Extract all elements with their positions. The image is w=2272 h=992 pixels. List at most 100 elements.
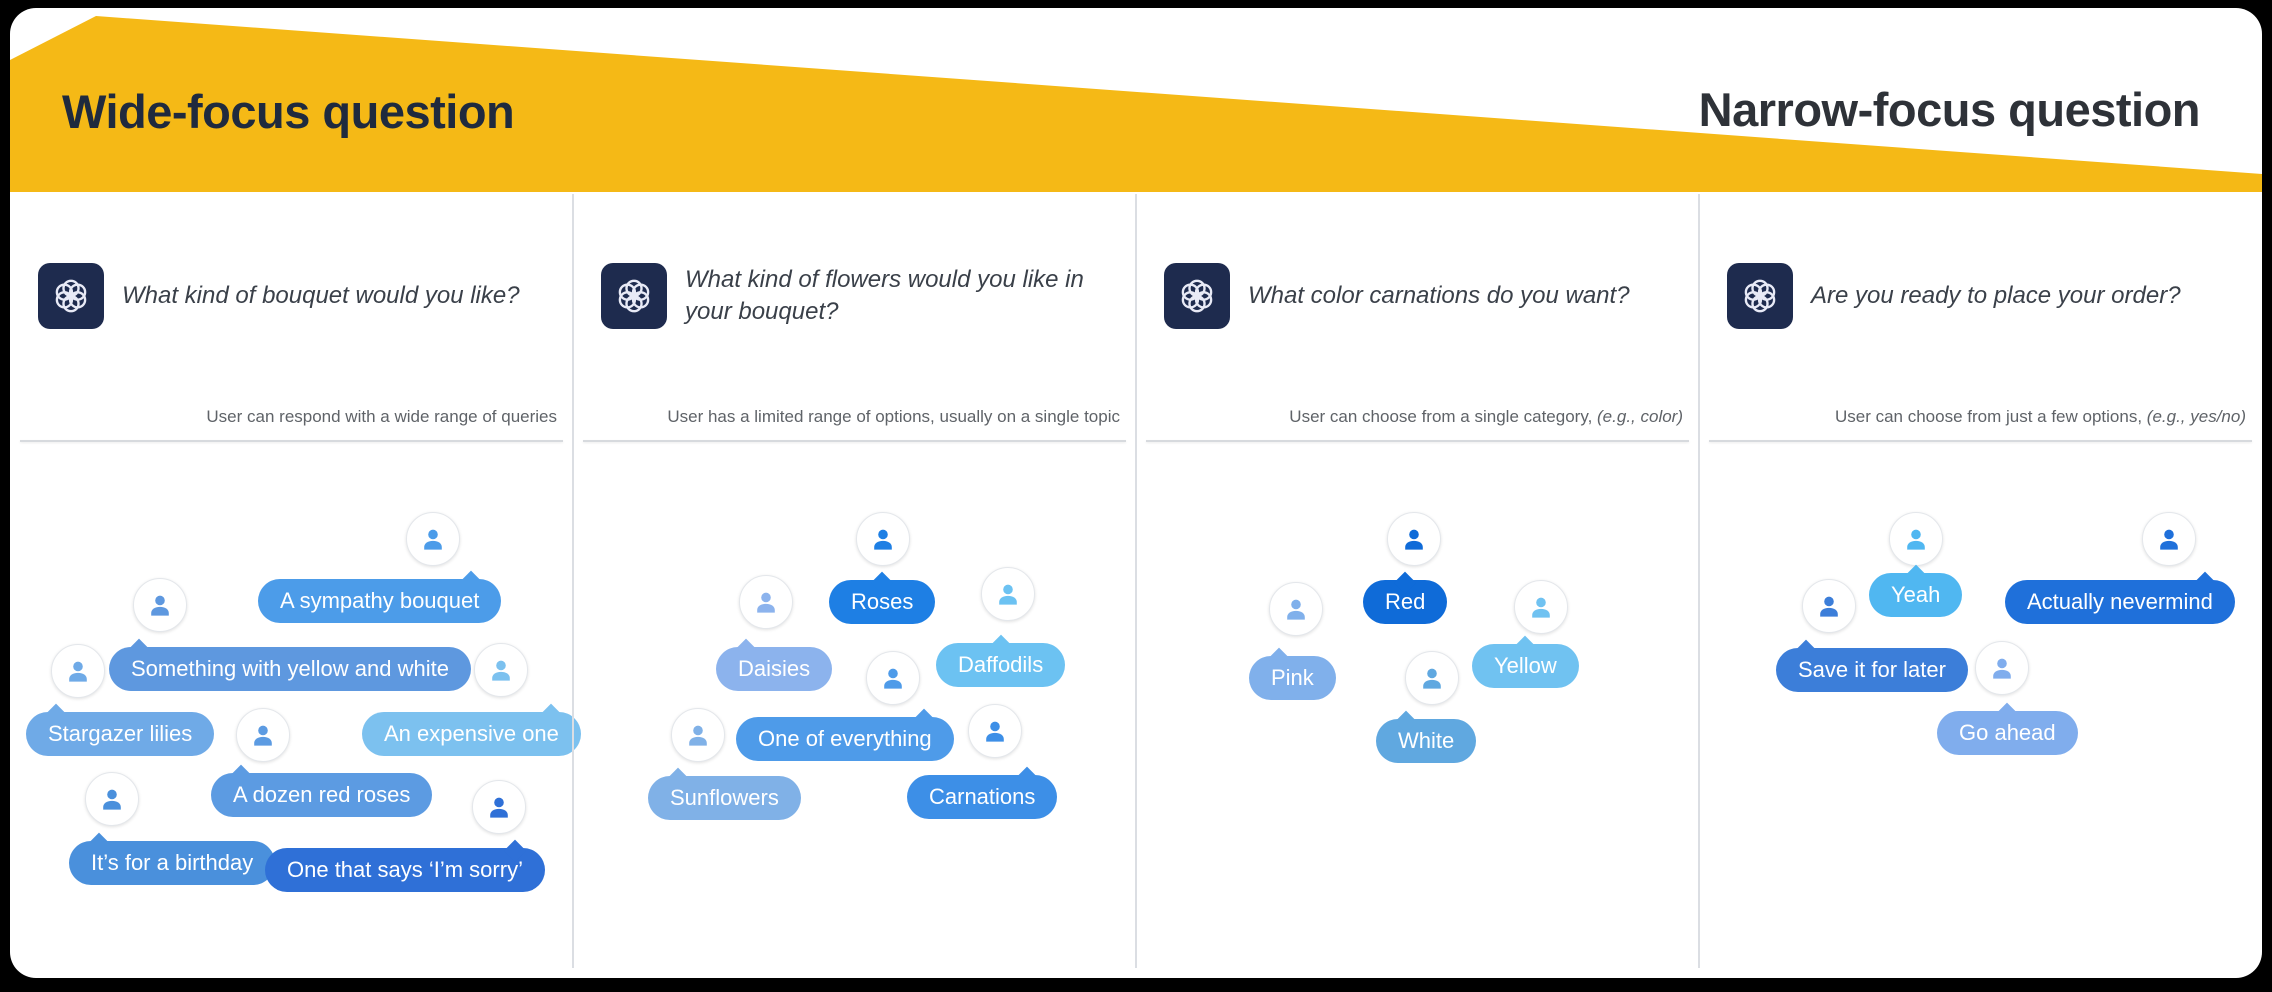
diagram-frame: Wide-focus question Narrow-focus questio… (10, 8, 2262, 978)
user-reply-bubble: Carnations (907, 766, 1058, 819)
caption-note: (e.g., color) (1592, 407, 1683, 426)
bot-question-row: What color carnations do you want? (1164, 246, 1683, 346)
person-icon (490, 797, 508, 818)
person-icon (986, 721, 1004, 742)
user-reply-label: One that says ‘I’m sorry’ (287, 857, 523, 882)
flower-knot-icon (55, 279, 87, 313)
caption-text: User has a limited range of options, usu… (667, 407, 1120, 426)
user-reply-bubble: A dozen red roses (211, 764, 433, 817)
column-caption: User has a limited range of options, usu… (667, 407, 1120, 427)
person-icon (1423, 668, 1441, 689)
user-reply-bubble: It’s for a birthday (69, 832, 276, 885)
person-icon (69, 661, 87, 682)
user-reply-label: Carnations (929, 784, 1036, 809)
person-icon (689, 725, 707, 746)
caption-underline (20, 440, 563, 442)
user-reply-label: Sunflowers (670, 785, 779, 810)
person-icon (1532, 597, 1550, 618)
user-reply-label: White (1398, 728, 1455, 753)
user-avatar (236, 708, 290, 762)
user-avatar (866, 651, 920, 705)
user-reply-bubble: Sunflowers (648, 767, 801, 820)
user-reply-label: Actually nevermind (2027, 589, 2213, 614)
person-icon (2160, 529, 2178, 550)
bot-avatar (601, 263, 667, 329)
user-reply-label: Go ahead (1959, 720, 2056, 745)
user-reply-bubble: Red (1363, 571, 1448, 624)
user-reply-label: Something with yellow and white (131, 656, 449, 681)
user-reply-bubble: A sympathy bouquet (258, 570, 502, 623)
user-reply-label: Roses (851, 589, 914, 614)
user-reply-bubble: Daffodils (936, 634, 1066, 687)
caption-text: User can choose from a single category, (1289, 407, 1593, 426)
user-reply-label: Save it for later (1798, 657, 1946, 682)
user-reply-bubble: One of everything (736, 708, 954, 761)
person-icon (1287, 599, 1305, 620)
bot-avatar (1727, 263, 1793, 329)
user-avatar (51, 644, 105, 698)
caption-text: User can respond with a wide range of qu… (206, 407, 557, 426)
caption-underline (583, 440, 1126, 442)
flower-knot-icon (618, 279, 650, 313)
person-icon (757, 592, 775, 613)
person-icon (1820, 596, 1838, 617)
user-reply-label: Pink (1271, 665, 1314, 690)
question-column-4: Are you ready to place your order? User … (1699, 8, 2262, 978)
person-icon (874, 529, 892, 550)
user-reply-bubble: An expensive one (362, 703, 581, 756)
flower-knot-icon (1181, 279, 1213, 313)
user-reply-label: Yellow (1494, 653, 1557, 678)
caption-text: User can choose from just a few options, (1834, 407, 2143, 426)
bot-question-row: What kind of flowers would you like in y… (601, 246, 1120, 346)
person-icon (999, 584, 1017, 605)
user-reply-label: Daisies (738, 656, 811, 681)
user-reply-bubble: Yeah (1869, 564, 1963, 617)
user-avatar (406, 512, 460, 566)
bot-avatar (38, 263, 104, 329)
user-avatar (856, 512, 910, 566)
caption-note: (e.g., yes/no) (2142, 407, 2246, 426)
user-avatar (981, 567, 1035, 621)
bot-question-row: What kind of bouquet would you like? (38, 246, 557, 346)
column-caption: User can respond with a wide range of qu… (206, 407, 557, 427)
user-reply-bubble: Save it for later (1776, 639, 1968, 692)
user-reply-label: A sympathy bouquet (280, 588, 480, 613)
column-caption: User can choose from a single category, … (1289, 407, 1683, 427)
user-avatar (1889, 512, 1943, 566)
user-reply-label: Daffodils (958, 652, 1044, 677)
bot-question: What kind of flowers would you like in y… (685, 266, 1084, 325)
user-reply-label: Red (1385, 589, 1426, 614)
column-divider (572, 194, 574, 968)
person-icon (1907, 529, 1925, 550)
user-reply-label: Yeah (1891, 582, 1941, 607)
user-avatar (1975, 641, 2029, 695)
user-avatar (1387, 512, 1441, 566)
bot-avatar (1164, 263, 1230, 329)
user-avatar (1269, 582, 1323, 636)
question-column-3: What color carnations do you want? User … (1136, 8, 1699, 978)
user-reply-label: A dozen red roses (233, 782, 411, 807)
user-reply-bubble: Yellow (1472, 635, 1579, 688)
person-icon (1405, 529, 1423, 550)
user-reply-label: One of everything (758, 726, 932, 751)
user-reply-bubble: Daisies (716, 638, 833, 691)
column-caption: User can choose from just a few options,… (1835, 407, 2246, 427)
wide-focus-label: Wide-focus question (62, 85, 515, 138)
person-icon (884, 668, 902, 689)
user-avatar (1405, 651, 1459, 705)
user-avatar (85, 772, 139, 826)
bot-question-row: Are you ready to place your order? (1727, 246, 2246, 346)
user-reply-bubble: Go ahead (1937, 702, 2078, 755)
narrow-focus-label: Narrow-focus question (1698, 83, 2201, 136)
user-avatar (474, 643, 528, 697)
question-column-2: What kind of flowers would you like in y… (573, 8, 1136, 978)
user-avatar (739, 575, 793, 629)
user-reply-bubble: Something with yellow and white (109, 638, 471, 691)
user-avatar (2142, 512, 2196, 566)
person-icon (254, 725, 272, 746)
column-divider (1698, 194, 1700, 968)
person-icon (103, 789, 121, 810)
person-icon (424, 529, 442, 550)
person-icon (151, 595, 169, 616)
user-reply-bubble: White (1376, 710, 1477, 763)
